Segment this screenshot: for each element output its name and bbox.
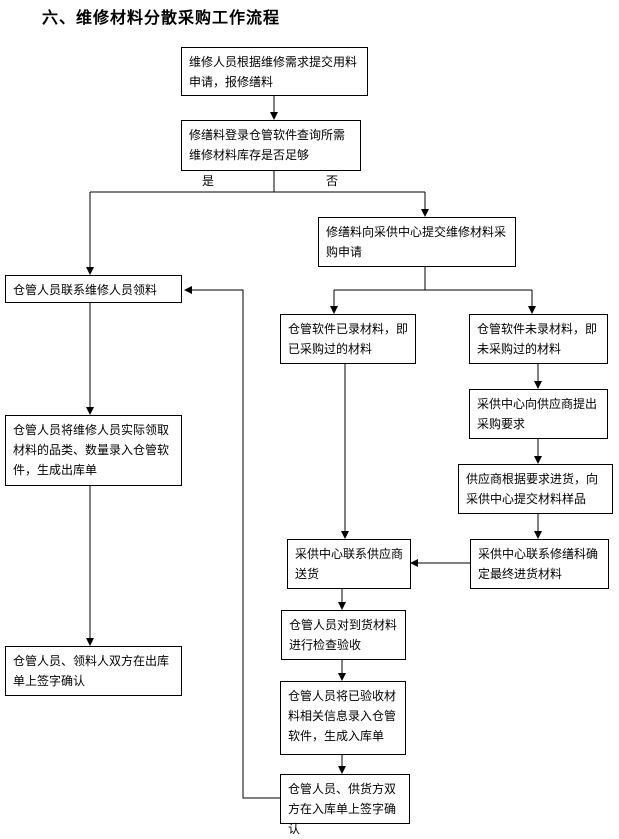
node-enter-stock: 仓管人员将已验收材料相关信息录入仓管软件，生成入库单	[280, 681, 406, 755]
node-submit-purchase: 修缮料向采供中心提交维修材料采购申请	[318, 217, 516, 267]
node-supplier-samples: 供应商根据要求进货，向采供中心提交材料样品	[458, 464, 613, 514]
node-apply: 维修人员根据维修需求提交用料申请，报修缮料	[181, 47, 368, 96]
node-supplier-deliver: 采供中心联系供应商送货	[287, 539, 411, 589]
node-confirm-material: 采供中心联系修缮科确定最终进货材料	[470, 539, 609, 589]
node-inspect: 仓管人员对到货材料进行检查验收	[281, 610, 406, 660]
arrow-feedback-to-pickup	[184, 286, 280, 799]
node-query: 修缮料登录仓管软件查询所需维修材料库存是否足够	[181, 120, 361, 171]
label-no: 否	[326, 174, 339, 188]
label-yes: 是	[202, 174, 215, 188]
page-title: 六、维修材料分散采购工作流程	[42, 8, 281, 27]
node-request-supplier: 采供中心向供应商提出采购要求	[469, 389, 608, 439]
node-recorded: 仓管软件已录材料，即已采购过的材料	[280, 314, 416, 364]
node-not-recorded: 仓管软件未录材料，即未采购过的材料	[469, 314, 608, 364]
node-sign-inbound: 仓管人员、供货方双方在入库单上签字确认	[280, 774, 410, 836]
node-sign-outbound: 仓管人员、领料人双方在出库单上签字确认	[5, 646, 182, 696]
node-notify-pickup: 仓管人员联系维修人员领料	[5, 275, 182, 303]
node-enter-outbound: 仓管人员将维修人员实际领取材料的品类、数量录入仓管软件，生成出库单	[5, 415, 182, 486]
